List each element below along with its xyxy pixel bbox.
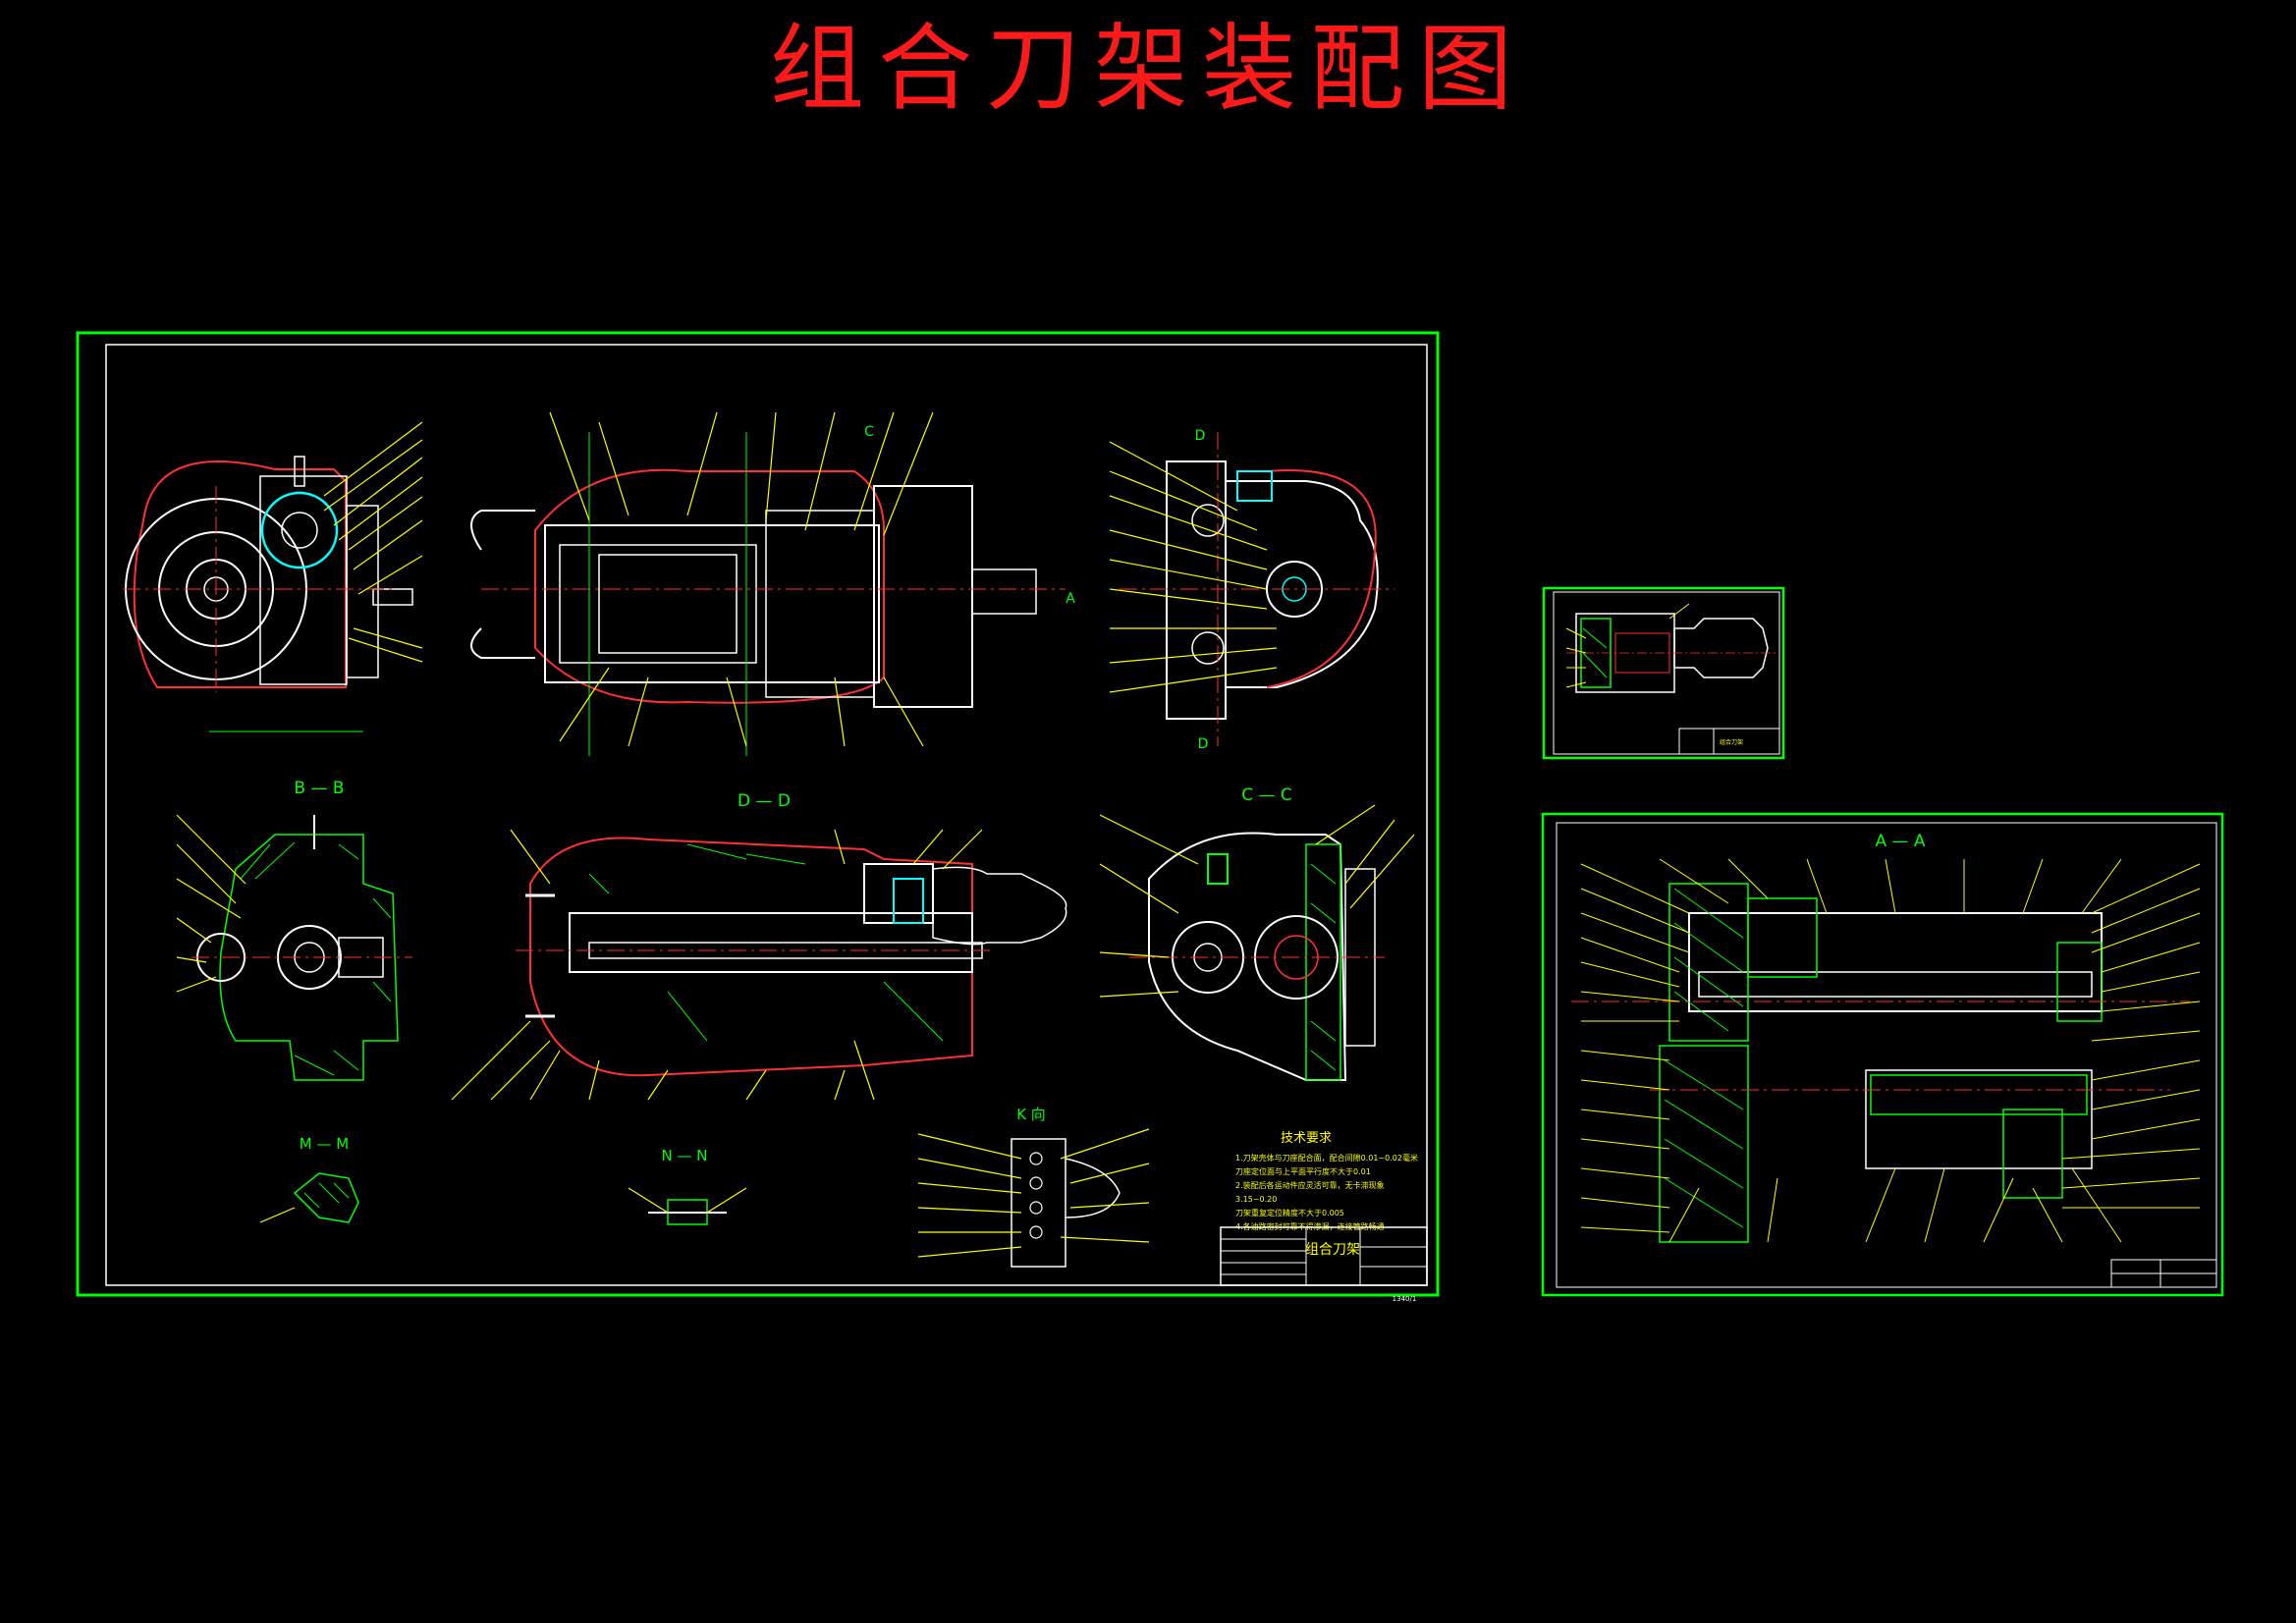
tech-req-line: 1.刀架壳体与刀座配合面，配合间隙0.01~0.02毫米 (1235, 1153, 1418, 1163)
front-view (123, 421, 423, 732)
view-label-k: K 向 (1016, 1106, 1046, 1123)
title-block-name: 组合刀架 (1305, 1242, 1360, 1258)
small-title-block-name: 组合刀架 (1720, 738, 1743, 746)
section-label-cc: C — C (1241, 785, 1292, 805)
right-sheet-border (1541, 812, 2224, 1297)
tech-req-title: 技术要求 (1281, 1131, 1332, 1146)
tech-req-line: 刀座定位面与上平面平行度不大于0.01 (1235, 1166, 1371, 1176)
section-label-nn: N — N (662, 1147, 708, 1164)
main-sheet-inner-border (105, 344, 1428, 1286)
right-sheet: A — A (1541, 812, 2224, 1297)
title-block-code: 1340/1 (1393, 1295, 1417, 1303)
tech-req-line: 刀架重复定位精度不大于0.005 (1235, 1208, 1344, 1217)
tech-req-line: 3.15~0.20 (1235, 1195, 1277, 1204)
technical-requirements: 技术要求 1.刀架壳体与刀座配合面，配合间隙0.01~0.02毫米 刀座定位面与… (1235, 1131, 1418, 1231)
section-dd: D — D (451, 791, 1067, 1101)
section-nn: N — N (628, 1147, 747, 1225)
section-label-bb: B — B (294, 779, 344, 798)
right-sheet-inner-border (1556, 822, 2217, 1288)
tech-req-line: 2.装配后各运动件应灵活可靠，无卡滞现象 (1235, 1180, 1385, 1190)
main-sheet: D D A C B — B D — D (76, 331, 1440, 1303)
main-sheet-border (76, 331, 1440, 1297)
side-view: D D A C (864, 424, 1394, 752)
section-label-mm: M — M (300, 1135, 349, 1153)
plan-view (470, 411, 1066, 756)
view-letter-d-bottom: D (1198, 736, 1209, 752)
view-letter-a: A (1066, 591, 1075, 607)
tech-req-line: 4.各油路密封可靠不得渗漏，连接管路畅通 (1235, 1221, 1385, 1231)
view-letter-d-top: D (1195, 428, 1206, 444)
small-sheet-border (1542, 586, 1785, 760)
section-label-aa: A — A (1875, 832, 1925, 851)
section-label-dd: D — D (738, 791, 791, 811)
section-cc: C — C (1099, 785, 1415, 1081)
main-title-block: 组合刀架 1340/1 (1220, 1226, 1428, 1303)
small-sheet: 组合刀架 (1542, 586, 1785, 760)
section-mm: M — M (259, 1135, 359, 1223)
view-letter-c: C (864, 424, 874, 440)
drawing-title: 组合刀架装配图 (770, 14, 1526, 124)
small-sheet-inner-border (1553, 591, 1780, 755)
view-k: K 向 (917, 1106, 1150, 1268)
section-bb: B — B (176, 779, 412, 1081)
